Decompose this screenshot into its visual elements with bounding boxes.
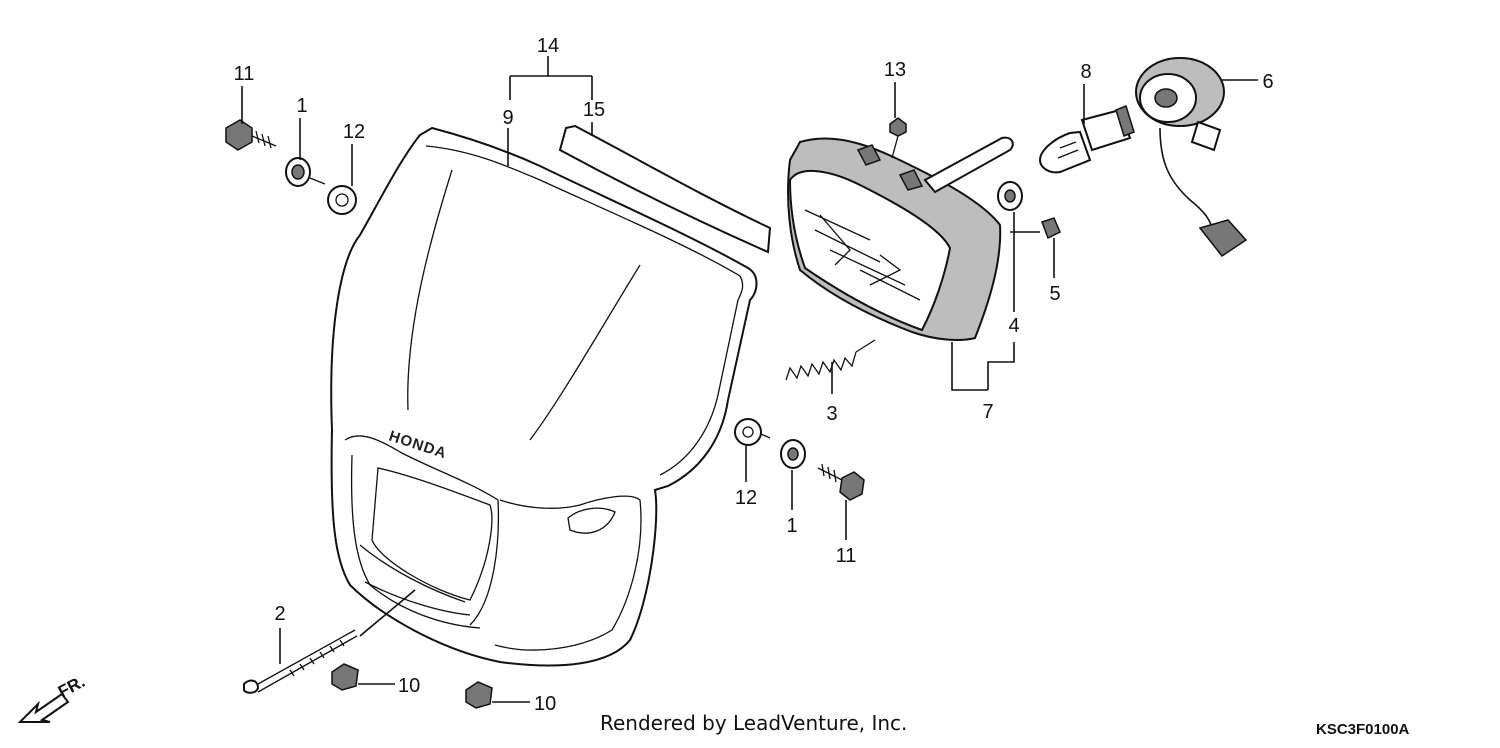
bulb-socket — [1135, 57, 1248, 258]
callout-numbers: 14 9 15 11 1 12 13 8 6 5 4 7 3 12 1 11 2… — [234, 35, 1274, 715]
callout-15: 15 — [583, 99, 605, 121]
callout-11-upper: 11 — [234, 63, 255, 85]
callout-12-lower: 12 — [735, 487, 757, 509]
headlight-cover: HONDA — [330, 126, 758, 667]
render-credit: Rendered by LeadVenture, Inc. — [600, 711, 907, 735]
seal-strip — [558, 124, 772, 254]
callout-1-upper: 1 — [296, 95, 307, 117]
callout-2: 2 — [274, 603, 285, 625]
callout-7: 7 — [982, 401, 993, 423]
leader-lines — [241, 56, 1258, 703]
callout-12-upper: 12 — [343, 121, 365, 143]
callout-13: 13 — [884, 59, 906, 81]
callout-10-left: 10 — [398, 675, 420, 697]
hardware-parts — [225, 117, 1061, 709]
callout-11-lower: 11 — [836, 545, 857, 567]
callout-6: 6 — [1262, 71, 1273, 93]
adjusting-spring — [785, 339, 876, 381]
callout-9: 9 — [502, 107, 513, 129]
front-arrow: FR. — [17, 672, 88, 723]
callout-8: 8 — [1080, 61, 1091, 83]
headlight-bulb — [1038, 105, 1135, 174]
headlight-unit — [787, 136, 1014, 341]
callout-14: 14 — [537, 35, 559, 57]
callout-3: 3 — [826, 403, 837, 425]
callout-1-lower: 1 — [786, 515, 797, 537]
callout-4: 4 — [1008, 315, 1019, 337]
callout-5: 5 — [1049, 283, 1060, 305]
callout-10-right: 10 — [534, 693, 556, 715]
diagram-code: KSC3F0100A — [1316, 721, 1410, 738]
